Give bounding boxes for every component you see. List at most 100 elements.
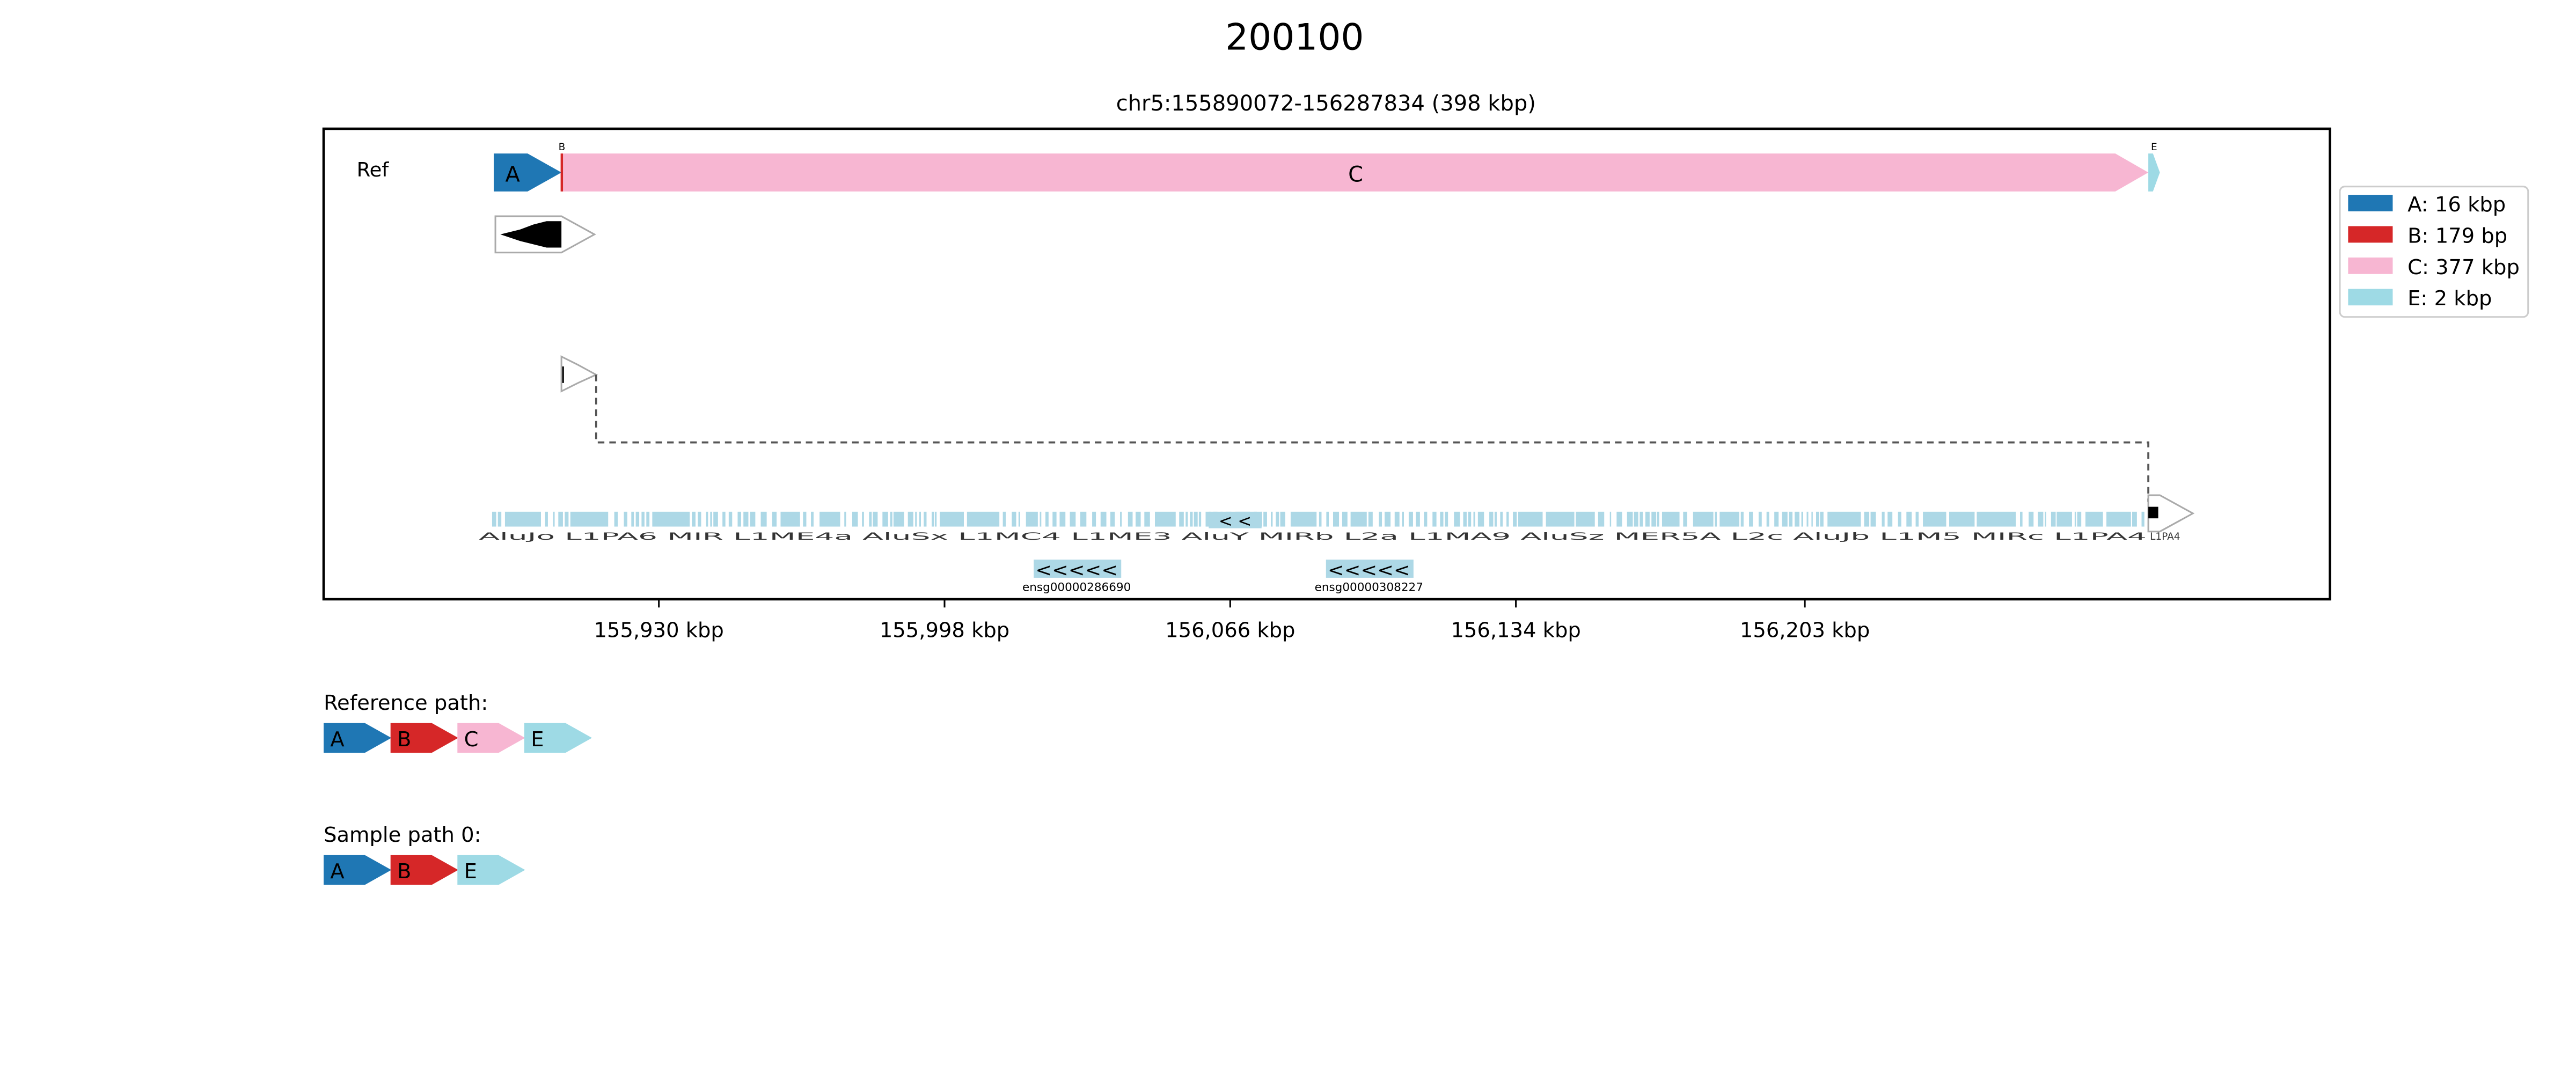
repeat-element [570,511,609,527]
path-segment-c [457,723,525,753]
repeat-element [1012,511,1016,527]
repeat-element [1059,511,1066,527]
repeat-element [1882,511,1885,527]
ref-segment-label-b: B [559,142,566,153]
repeat-element [2074,511,2076,527]
repeat-element [919,511,921,527]
repeat-element [1424,511,1428,527]
repeat-element [1789,511,1792,527]
read-block-3-fill [2148,506,2158,519]
repeat-element [722,511,726,527]
repeat-element [2106,511,2131,527]
repeat-element [1276,511,1279,527]
repeat-element [750,511,756,527]
repeat-element [1002,511,1006,527]
ref-track-label: Ref [357,158,390,181]
repeat-element [924,511,927,527]
gene-box-3 [1209,511,1262,528]
repeat-element [1645,511,1650,527]
legend-swatch-b [2348,226,2393,243]
repeat-element [565,511,569,527]
repeat-element [803,511,807,527]
repeat-element [1290,511,1317,527]
ref-segment-c [563,153,2149,192]
gene-name-1: ensg00000286690 [1022,581,1131,594]
repeat-element [1120,511,1122,527]
repeat-element [1816,511,1819,527]
repeat-element [1740,511,1744,527]
repeat-element [1463,511,1467,527]
repeat-element [811,511,814,527]
repeat-element [1445,511,1448,527]
read-block-3 [2147,494,2195,533]
repeat-element [873,511,878,527]
split-read-connector [595,374,2149,502]
repeat-element [2132,511,2137,527]
repeat-element [1494,511,1497,527]
repeat-element [1040,511,1042,527]
repeat-element [1385,511,1391,527]
repeat-element [1271,511,1273,527]
repeat-element [1052,511,1057,527]
repeat-element [641,511,645,527]
repeat-element [1026,511,1038,527]
repeat-element [2029,511,2034,527]
gene-box-1 [1034,560,1122,578]
repeat-element [1136,511,1141,527]
axis-tick-label-2: 155,998 kbp [880,619,1009,643]
repeat-element [1263,511,1267,527]
repeat-element [1489,511,1494,527]
repeat-element [967,511,1000,527]
repeat-element [1500,511,1503,527]
path-segment-a [324,855,392,885]
repeat-element [882,511,888,527]
legend-frame [2339,186,2529,318]
x-axis: 155,930 kbp 155,998 kbp 156,066 kbp 156,… [594,599,1870,643]
repeat-element [1864,511,1870,527]
repeat-element [1092,511,1096,527]
repeat-element [1144,511,1150,527]
repeat-element [1609,511,1612,527]
repeat-element [1906,511,1912,527]
repeat-element [934,511,937,527]
repeat-element [1319,511,1322,527]
repeat-element [1683,511,1687,527]
repeat-element [1870,511,1876,527]
ref-segment-label-e: E [2151,142,2157,153]
repeat-element [545,511,548,527]
repeat-element [1100,511,1107,527]
repeat-element [852,511,858,527]
repeat-element [915,511,917,527]
repeat-element [1782,511,1788,527]
repeat-element [614,511,618,527]
gene-arrows-2: <<<<< [1328,560,1410,580]
repeat-element [2020,511,2023,527]
repeat-element [1194,511,1198,527]
path-segment-label-a: A [330,727,344,752]
repeat-element [1693,511,1714,527]
ref-segment-e [2148,153,2160,192]
repeat-element [1640,511,1643,527]
repeat-element [713,511,718,527]
repeat-element [932,511,934,527]
ref-segment-label-a: A [506,162,521,187]
repeat-element [1394,511,1400,527]
repeat-element [760,511,767,527]
repeat-element [1651,511,1657,527]
repeat-element [652,511,690,527]
repeat-element [1811,511,1813,527]
repeat-element [1280,511,1285,527]
repeat-element [624,511,627,527]
repeat-element [1198,511,1202,527]
repeat-element [1368,511,1373,527]
repeat-element [631,511,634,527]
repeat-element [1616,511,1622,527]
path-segment-e [457,855,525,885]
repeat-element [492,511,496,527]
repeat-element [780,511,800,527]
ref-segment-b [560,153,564,192]
repeat-element [1342,511,1348,527]
